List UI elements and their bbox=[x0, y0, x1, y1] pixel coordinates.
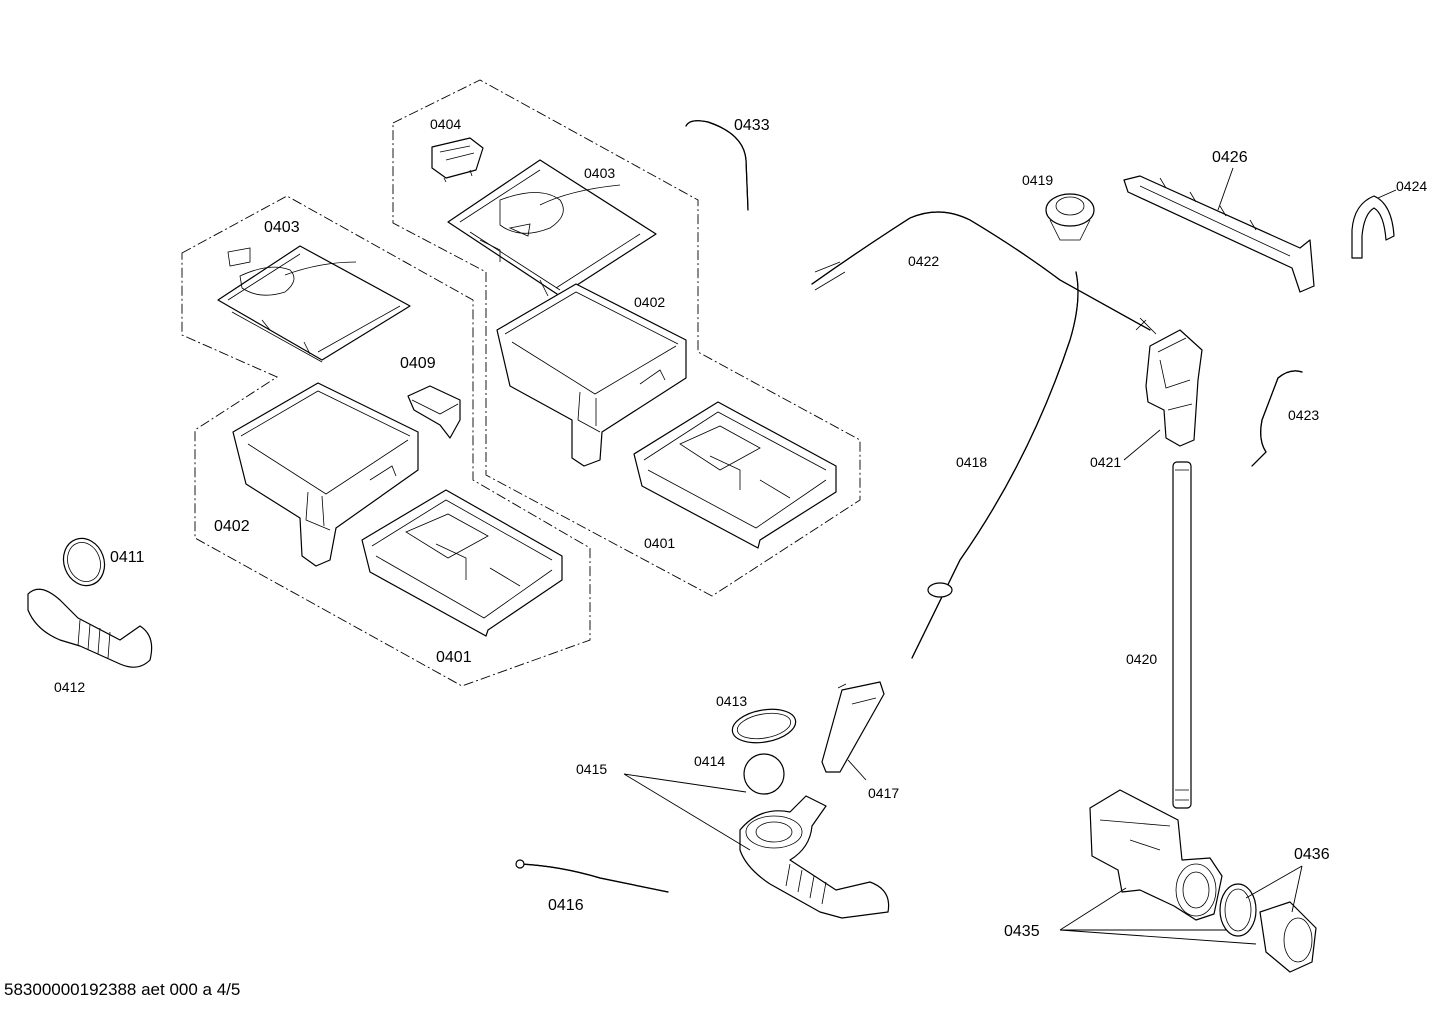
part-0415-sump-hose bbox=[739, 795, 890, 919]
document-id: 58300000192388 aet 000 a 4/5 bbox=[4, 980, 241, 999]
label-0416: 0416 bbox=[548, 897, 584, 914]
label-0404: 0404 bbox=[430, 116, 461, 132]
part-0403-cover-left bbox=[217, 245, 411, 363]
part-0423-hose bbox=[1251, 370, 1303, 467]
label-0414: 0414 bbox=[694, 753, 725, 769]
label-0433: 0433 bbox=[734, 117, 770, 134]
label-0426: 0426 bbox=[1212, 149, 1248, 166]
part-0416-hose bbox=[515, 859, 669, 893]
label-0418: 0418 bbox=[956, 454, 987, 470]
part-0422-hose bbox=[811, 211, 1157, 335]
part-0419-pressure-switch bbox=[1045, 193, 1095, 241]
part-0417-tube bbox=[821, 681, 885, 773]
part-0413-ring bbox=[731, 708, 797, 744]
label-0401-right: 0401 bbox=[644, 535, 675, 551]
label-0435: 0435 bbox=[1004, 923, 1040, 940]
part-0401-tray-left bbox=[361, 489, 563, 637]
label-0420: 0420 bbox=[1126, 651, 1157, 667]
part-0426-bracket bbox=[1123, 175, 1315, 293]
label-0412: 0412 bbox=[54, 679, 85, 695]
label-0436: 0436 bbox=[1294, 846, 1330, 863]
part-0402-drawer-left bbox=[232, 382, 419, 567]
label-0417: 0417 bbox=[868, 785, 899, 801]
label-0401-left: 0401 bbox=[436, 649, 472, 666]
part-0411-ring bbox=[62, 537, 106, 587]
label-0403-top: 0403 bbox=[584, 165, 615, 181]
part-0401-tray-right bbox=[633, 401, 837, 549]
part-0421-air-trap bbox=[1145, 329, 1203, 447]
part-0403-cover-top bbox=[447, 159, 657, 297]
label-0411: 0411 bbox=[110, 549, 145, 566]
label-0402-right: 0402 bbox=[634, 294, 665, 310]
part-0409-clip bbox=[407, 385, 461, 439]
label-0423: 0423 bbox=[1288, 407, 1319, 423]
label-0409: 0409 bbox=[400, 355, 436, 372]
part-0435-pump bbox=[1089, 789, 1223, 921]
part-labels: 0404 0403 0403 0433 0426 0419 0424 0422 … bbox=[54, 116, 1427, 940]
part-0412-bellows bbox=[27, 588, 153, 668]
leader-lines bbox=[623, 167, 1397, 945]
label-0413: 0413 bbox=[716, 693, 747, 709]
label-0415: 0415 bbox=[576, 761, 607, 777]
part-0433-hose bbox=[685, 120, 749, 211]
group-outline-right bbox=[392, 79, 861, 597]
label-0422: 0422 bbox=[908, 253, 939, 269]
label-0424: 0424 bbox=[1396, 178, 1427, 194]
part-0404-clip bbox=[431, 137, 484, 183]
part-0424-clip bbox=[1351, 195, 1395, 259]
label-0419: 0419 bbox=[1022, 172, 1053, 188]
part-0418-cable bbox=[911, 271, 1079, 659]
part-0402-drawer-right bbox=[496, 283, 687, 467]
label-0421: 0421 bbox=[1090, 454, 1121, 470]
group-outline-left bbox=[181, 195, 591, 687]
label-0403-left: 0403 bbox=[264, 219, 300, 236]
part-0420-hose bbox=[1172, 461, 1192, 809]
part-0436-filter bbox=[1219, 883, 1317, 973]
part-0414-ball bbox=[743, 753, 785, 795]
label-0402-left: 0402 bbox=[214, 518, 250, 535]
